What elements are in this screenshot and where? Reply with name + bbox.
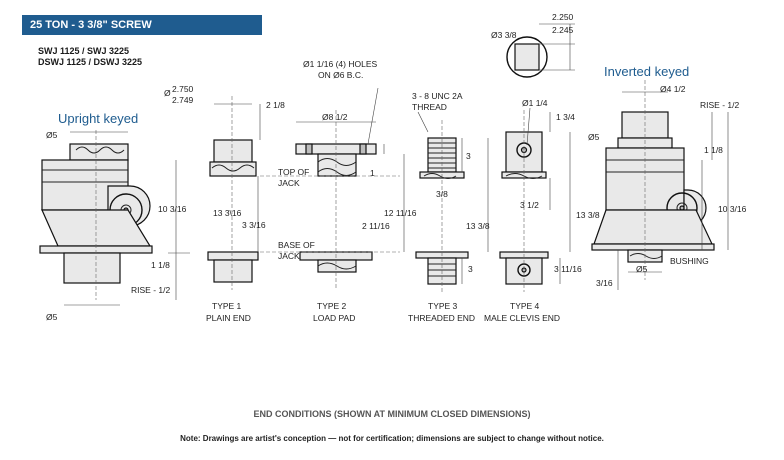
type3-threaded-end-drawing: [415, 111, 489, 292]
type4-top-diameter: Ø3 3/8: [491, 30, 517, 40]
type1-diameter-symbol: Ø: [164, 88, 171, 98]
inverted-height-1-1-8: 1 1/8: [704, 145, 723, 155]
inverted-jack-drawing: [591, 80, 729, 290]
type1-label: TYPE 1: [212, 301, 242, 311]
page-title: 25 TON - 3 3/8" SCREW: [22, 15, 262, 35]
inverted-bottom-diameter: Ø5: [636, 264, 648, 274]
type2-load-pad-drawing: [260, 87, 405, 290]
type4-dim-3-11-16: 3 11/16: [554, 264, 582, 274]
inverted-rise: RISE - 1/2: [700, 100, 739, 110]
type3-thread-label: THREAD: [412, 102, 447, 112]
model-numbers-line-2: DSWJ 1125 / DSWJ 3225: [38, 57, 143, 67]
type2-top-of-jack-2: JACK: [278, 178, 300, 188]
model-numbers-line-1: SWJ 1125 / SWJ 3225: [38, 46, 130, 56]
upright-bottom-diameter: Ø5: [46, 312, 58, 322]
inverted-bushing-label: BUSHING: [670, 256, 709, 266]
upright-jack-drawing: [39, 130, 190, 306]
type1-sublabel: PLAIN END: [206, 313, 251, 323]
upright-height-1-1-8: 1 1/8: [151, 260, 170, 270]
type1-dim-2-1-8: 2 1/8: [266, 100, 285, 110]
type2-dim-1: 1: [370, 168, 375, 178]
type4-key-upper: 2.250: [552, 12, 574, 22]
type2-label: TYPE 2: [317, 301, 347, 311]
type1-plain-end-drawing: [207, 96, 261, 290]
upright-height-13-3-16: 13 3\16: [213, 208, 242, 218]
type2-base-of-jack-2: JACK: [278, 251, 300, 261]
upright-top-diameter: Ø5: [46, 130, 58, 140]
type3-dim-3-bottom: 3: [468, 264, 473, 274]
type3-dim-3-8: 3/8: [436, 189, 448, 199]
type2-base-of-jack: BASE OF: [278, 240, 315, 250]
inverted-height-10-3-16: 10 3/16: [718, 204, 747, 214]
type2-sublabel: LOAD PAD: [313, 313, 355, 323]
type3-sublabel: THREADED END: [408, 313, 475, 323]
type1-diameter-lower: 2.749: [172, 95, 194, 105]
type1-dim-3-3-16: 3 3/16: [242, 220, 266, 230]
inverted-keyed-heading: Inverted keyed: [604, 64, 690, 79]
upright-rise: RISE - 1/2: [131, 285, 170, 295]
type1-diameter-upper: 2.750: [172, 84, 194, 94]
type4-dim-1-3-4: 1 3/4: [556, 112, 575, 122]
type2-top-of-jack: TOP OF: [278, 167, 309, 177]
type3-dim-13-3-8: 13 3/8: [466, 221, 490, 231]
inverted-left-diameter: Ø5: [588, 132, 600, 142]
inverted-dim-3-16: 3/16: [596, 278, 613, 288]
type4-dim-3-1-2: 3 1/2: [520, 200, 539, 210]
type2-dim-2-11-16: 2 11/16: [362, 221, 390, 231]
inverted-height-13-3-8: 13 3/8: [576, 210, 600, 220]
type4-sublabel: MALE CLEVIS END: [484, 313, 560, 323]
end-conditions-caption: END CONDITIONS (SHOWN AT MINIMUM CLOSED …: [253, 409, 531, 419]
type4-label: TYPE 4: [510, 301, 540, 311]
type4-pin-diameter: Ø1 1/4: [522, 98, 548, 108]
type3-label: TYPE 3: [428, 301, 458, 311]
type4-male-clevis-drawing: [499, 23, 575, 292]
inverted-top-diameter: Ø4 1/2: [660, 84, 686, 94]
upright-height-10-3-16: 10 3/16: [158, 204, 187, 214]
upright-keyed-heading: Upright keyed: [58, 111, 139, 126]
type2-holes-spec: Ø1 1/16 (4) HOLES: [303, 59, 378, 69]
type2-diameter: Ø8 1/2: [322, 112, 348, 122]
type3-dim-3-top: 3: [466, 151, 471, 161]
type4-key-lower: 2.245: [552, 25, 574, 35]
disclaimer-note: Note: Drawings are artist's conception —…: [180, 434, 604, 443]
type2-holes-circle: ON Ø6 B.C.: [318, 70, 363, 80]
type3-thread-spec: 3 - 8 UNC 2A: [412, 91, 463, 101]
type2-dim-12-11-16: 12 11/16: [384, 208, 417, 218]
